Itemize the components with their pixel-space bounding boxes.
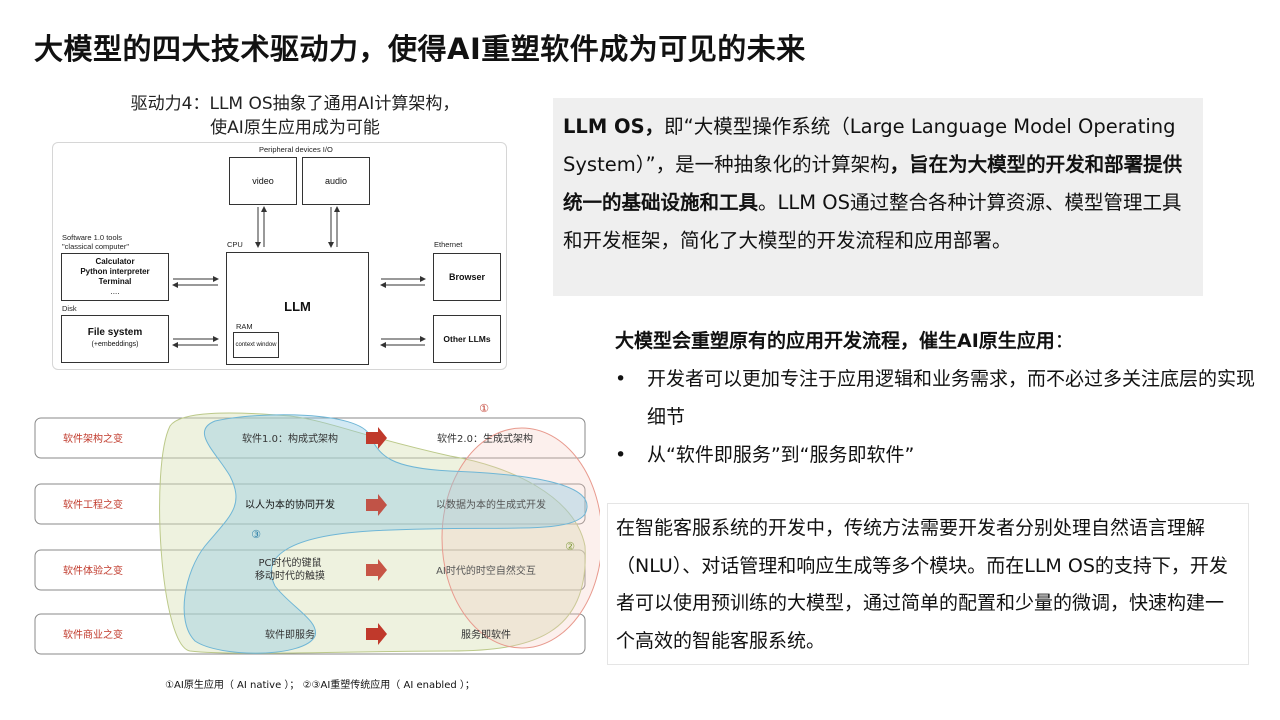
llm-os-diagram: Peripheral devices I/O video audio CPU L… xyxy=(52,142,507,370)
ai-native-bullets: • 开发者可以更加专注于应用逻辑和业务需求，而不必过多关注底层的实现细节 • 从“软… xyxy=(615,360,1255,474)
shift-arrow-icon xyxy=(366,559,387,581)
video-box: video xyxy=(229,157,297,205)
llm-label: LLM xyxy=(284,299,311,314)
to-architecture: 软件2.0：生成式架构 xyxy=(437,432,533,445)
row-label-architecture: 软件架构之变 xyxy=(63,432,123,445)
llm-os-bold2: ，旨在为大模型的开发和部署提供统一的基础设施和工具 xyxy=(563,153,1183,214)
diagram-caption: 驱动力4：LLM OS抽象了通用AI计算架构， 使AI原生应用成为可能 xyxy=(60,92,530,140)
to-engineering: 以数据为本的生成式开发 xyxy=(436,498,546,511)
browser-box: Browser xyxy=(433,253,501,301)
software-tools-label: Software 1.0 tools "classical computer" xyxy=(62,233,129,251)
to-business: 服务即软件 xyxy=(461,628,511,641)
ai-native-heading-text: 大模型会重塑原有的应用开发流程，催生AI原生应用 xyxy=(615,330,1055,352)
ellipsis-text: .... xyxy=(110,287,120,296)
ellipse-ai-native-1 xyxy=(441,427,600,649)
python-text: Python interpreter xyxy=(80,267,150,276)
file-system-text: File system xyxy=(87,327,143,338)
llm-os-part3: 。LLM OS通过整合各种计算资源、模型管理工具和开发框架，简化了大模型的开发流… xyxy=(563,191,1182,252)
software-shift-chart: 软件架构之变 软件工程之变 软件体验之变 软件商业之变 软件1.0：构成式架构 … xyxy=(34,402,600,655)
software-tools-line2: "classical computer" xyxy=(62,242,130,251)
row-box-architecture xyxy=(34,417,586,459)
ai-native-section: 大模型会重塑原有的应用开发流程，催生AI原生应用： • 开发者可以更加专注于应用逻… xyxy=(615,322,1255,474)
audio-box: audio xyxy=(302,157,370,205)
bullet-dot-icon: • xyxy=(615,444,627,466)
ethernet-label: Ethernet xyxy=(434,240,463,249)
page-title: 大模型的四大技术驱动力，使得AI重塑软件成为可见的未来 xyxy=(34,32,806,66)
from-business: 软件即服务 xyxy=(265,628,315,641)
diagram-arrows xyxy=(172,206,426,348)
chart-footnote: ①AI原生应用（ AI native ）； ②③AI重塑传统应用（ AI ena… xyxy=(165,680,475,691)
software-tools-line1: Software 1.0 tools xyxy=(62,233,123,242)
bullet-dot-icon: • xyxy=(615,368,627,390)
calculator-text: Calculator xyxy=(95,257,135,266)
example-box: 在智能客服系统的开发中，传统方法需要开发者分别处理自然语言理解（NLU）、对话管… xyxy=(607,503,1249,665)
marker-1: ① xyxy=(479,402,489,415)
shift-arrow-icon xyxy=(366,623,387,645)
peripheral-label: Peripheral devices I/O xyxy=(259,145,333,154)
software-tools-box: Calculator Python interpreter Terminal .… xyxy=(61,253,169,301)
shift-arrow-icon xyxy=(366,427,387,449)
embeddings-text: (+embeddings) xyxy=(91,341,139,348)
context-window-box: context window xyxy=(233,332,279,358)
marker-3: ③ xyxy=(251,528,261,541)
bullet-item: • 从“软件即服务”到“服务即软件” xyxy=(615,436,1255,474)
llm-os-lead: LLM OS， xyxy=(563,115,665,138)
example-text: 在智能客服系统的开发中，传统方法需要开发者分别处理自然语言理解（NLU）、对话管… xyxy=(616,517,1228,652)
diagram-caption-line2: 使AI原生应用成为可能 xyxy=(210,118,380,138)
row-label-engineering: 软件工程之变 xyxy=(63,498,123,511)
from-engineering: 以人为本的协同开发 xyxy=(245,498,335,511)
to-experience: AI时代的时空自然交互 xyxy=(436,564,536,577)
bullet-text: 从“软件即服务”到“服务即软件” xyxy=(647,444,915,466)
disk-label: Disk xyxy=(62,304,77,313)
other-llms-box: Other LLMs xyxy=(433,315,501,363)
llm-os-description: LLM OS，即“大模型操作系统（Large Language Model Op… xyxy=(553,98,1203,296)
from-experience-line2: 移动时代的触摸 xyxy=(255,569,325,582)
shift-arrow-icon xyxy=(366,494,387,516)
bullet-item: • 开发者可以更加专注于应用逻辑和业务需求，而不必过多关注底层的实现细节 xyxy=(615,360,1255,436)
blob-ai-enabled-2 xyxy=(159,412,586,654)
from-experience-line1: PC时代的键鼠 xyxy=(258,556,321,569)
row-label-business: 软件商业之变 xyxy=(63,628,123,641)
ram-label: RAM xyxy=(236,322,253,331)
row-box-engineering xyxy=(34,483,586,525)
row-label-experience: 软件体验之变 xyxy=(63,564,123,577)
terminal-text: Terminal xyxy=(98,277,132,286)
file-system-box: File system (+embeddings) xyxy=(61,315,169,363)
blob-ai-enabled-3 xyxy=(183,414,588,654)
ai-native-heading-colon: ： xyxy=(1054,330,1074,352)
from-architecture: 软件1.0：构成式架构 xyxy=(242,432,338,445)
cpu-label: CPU xyxy=(227,240,243,249)
bullet-text: 开发者可以更加专注于应用逻辑和业务需求，而不必过多关注底层的实现细节 xyxy=(647,368,1256,428)
diagram-caption-line1: 驱动力4：LLM OS抽象了通用AI计算架构， xyxy=(130,94,460,114)
ai-native-heading: 大模型会重塑原有的应用开发流程，催生AI原生应用： xyxy=(615,322,1255,360)
marker-2: ② xyxy=(565,540,575,553)
llm-os-part1: 即“大模型操作系统（Large Language Model Operating… xyxy=(563,115,1176,176)
